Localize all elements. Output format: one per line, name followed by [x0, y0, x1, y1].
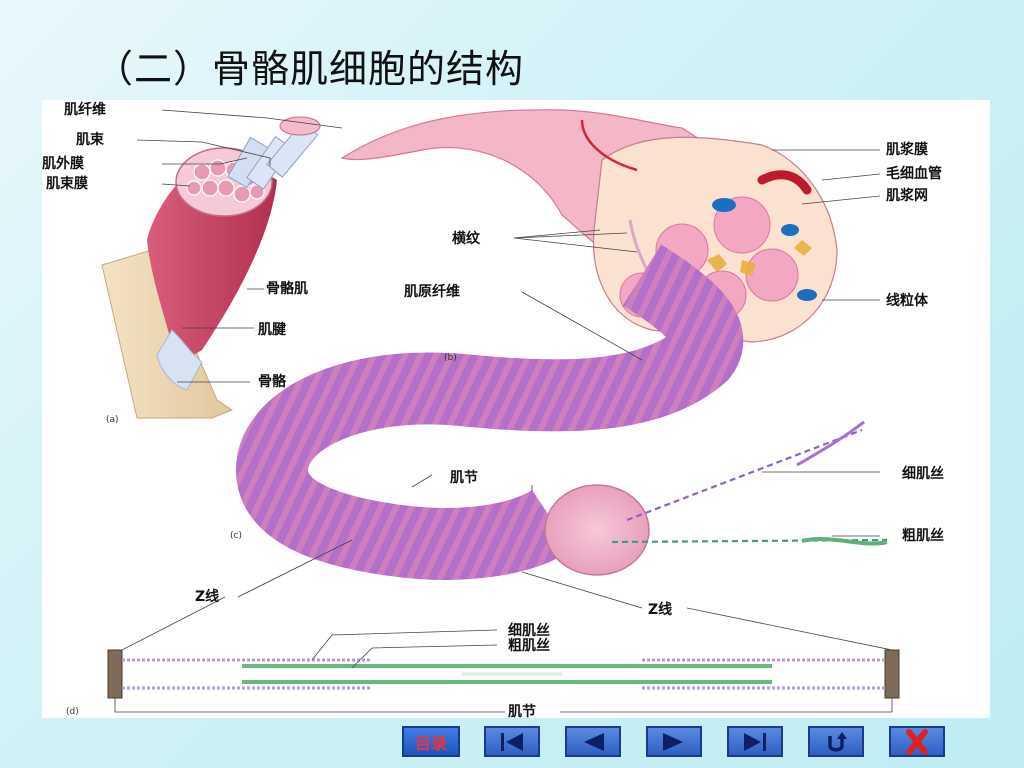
label-thick-filament-d: 粗肌丝	[508, 637, 550, 654]
panel-b-fiber	[340, 109, 838, 343]
label-tendon: 肌腱	[258, 321, 287, 338]
z-line-right-bar	[884, 649, 900, 699]
label-striation: 横纹	[452, 230, 481, 247]
label-epimysium: 肌外膜	[42, 155, 84, 172]
capillary-vessel	[757, 170, 812, 195]
muscle-structure-figure: 肌纤维 肌束 肌外膜 肌束膜 骨骼肌 肌腱 骨骼 横纹 肌原纤维 肌浆膜 毛细血…	[42, 100, 990, 718]
thick-filament-line	[611, 538, 888, 544]
label-muscle-fiber: 肌纤维	[64, 101, 106, 118]
myofibril-tube	[235, 244, 744, 580]
label-sarcoplasmic-reticulum: 肌浆网	[886, 187, 928, 204]
label-z-line-left: Z线	[195, 588, 219, 605]
next-slide-button[interactable]	[646, 726, 702, 757]
menu-button[interactable]: 目录	[402, 726, 460, 757]
label-sarcomere-d: 肌节	[508, 703, 536, 718]
close-icon	[902, 728, 932, 755]
return-icon	[821, 730, 851, 754]
myofibril-end-cap	[544, 484, 650, 576]
slide-navigation: 目录	[402, 726, 947, 760]
panel-label-b: (b)	[444, 353, 457, 363]
mitochondrion	[712, 198, 736, 212]
panel-c-myofibril	[235, 244, 888, 580]
label-fascicle: 肌束	[76, 131, 105, 148]
thin-filament-line	[626, 428, 863, 522]
panel-d-sarcomere	[107, 649, 900, 699]
z-line-left-bar	[107, 649, 123, 699]
previous-slide-button[interactable]	[565, 726, 621, 757]
myofibril-circle	[745, 248, 799, 302]
label-skeletal-muscle: 骨骼肌	[266, 280, 308, 297]
first-icon	[497, 731, 527, 753]
mitochondrion	[781, 224, 799, 236]
label-sarcomere-c: 肌节	[450, 469, 478, 486]
last-slide-button[interactable]	[727, 726, 783, 757]
muscle-diagram: 肌纤维 肌束 肌外膜 肌束膜 骨骼肌 肌腱 骨骼 横纹 肌原纤维 肌浆膜 毛细血…	[42, 101, 944, 718]
label-capillary: 毛细血管	[886, 165, 942, 182]
label-perimysium: 肌束膜	[46, 175, 88, 192]
exit-button[interactable]	[889, 726, 945, 757]
leader-lines	[114, 109, 893, 713]
panel-a-muscle	[101, 116, 321, 419]
muscle-fiber-end	[279, 116, 321, 136]
label-bone: 骨骼	[258, 373, 287, 390]
last-icon	[740, 731, 770, 753]
first-slide-button[interactable]	[484, 726, 540, 757]
tendon-shape	[156, 329, 203, 391]
panel-label-a: (a)	[106, 415, 119, 425]
return-button[interactable]	[808, 726, 864, 757]
prev-icon	[578, 731, 608, 753]
label-mitochondria: 线粒体	[886, 292, 929, 309]
label-thin-filament-c: 细肌丝	[902, 465, 944, 482]
next-icon	[659, 731, 689, 753]
label-z-line-right: Z线	[648, 601, 672, 618]
figure-labels: 肌纤维 肌束 肌外膜 肌束膜 骨骼肌 肌腱 骨骼 横纹 肌原纤维 肌浆膜 毛细血…	[42, 101, 944, 718]
label-sarcolemma: 肌浆膜	[886, 141, 928, 158]
label-myofibril: 肌原纤维	[404, 283, 460, 300]
panel-label-c: (c)	[230, 531, 242, 541]
mitochondrion	[797, 289, 817, 301]
label-thick-filament-c: 粗肌丝	[902, 527, 944, 544]
label-thin-filament-d: 细肌丝	[508, 622, 550, 639]
slide-title: （二）骨骼肌细胞的结构	[95, 47, 525, 91]
panel-label-d: (d)	[66, 707, 79, 717]
